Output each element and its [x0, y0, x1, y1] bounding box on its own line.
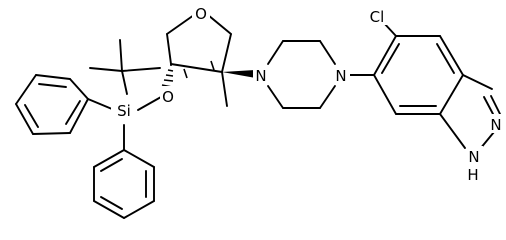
bond-tbu-me: [121, 67, 161, 72]
bond-o-si: [137, 96, 162, 111]
bond-pyrazole-double: [490, 95, 501, 115]
atom-ring-oxygen: O: [195, 5, 207, 23]
bond-phenyl: [69, 78, 89, 100]
hashed-wedge-bond: [161, 64, 174, 88]
bond-aryl: [439, 35, 464, 76]
bond-phenyl: [15, 74, 37, 105]
bond-tbu-me: [89, 67, 123, 72]
bond-methyl: [221, 71, 228, 107]
atom-chlorine: Cl: [370, 8, 385, 26]
bond-pyrazole: [462, 74, 493, 90]
bond-lines: [15, 14, 501, 219]
bond-phenyl: [93, 149, 125, 168]
atom-piperazine-n-right: N: [335, 67, 346, 85]
atom-indazole-nh-hydrogen: H: [467, 166, 478, 184]
bond-phenyl: [69, 98, 89, 134]
bond-n-ch2: [267, 40, 284, 65]
bond-aryl: [439, 74, 464, 115]
bond-phenyl: [15, 103, 34, 135]
bond-n-ch2: [319, 85, 336, 109]
bond-ring-o-c: [166, 14, 195, 35]
bond-phenyl: [123, 149, 155, 168]
bond-phenyl: [123, 200, 155, 219]
bond-ring-c-c: [166, 33, 172, 65]
bond-phenyl: [35, 74, 71, 80]
bond-aryl: [373, 35, 397, 76]
stereo-flag: [210, 60, 215, 71]
structure-diagram: O O Si N N Cl N N H: [15, 3, 505, 219]
bond-phenyl-double: [38, 83, 67, 88]
bond-ring-o-c: [207, 14, 232, 35]
bond-phenyl-double: [65, 100, 81, 125]
bond-phenyl: [32, 132, 71, 135]
bond-ring-c-c: [221, 33, 232, 73]
atom-indazole-nh: N: [468, 148, 479, 166]
bond-si-phenyl: [87, 98, 113, 110]
stereo-bonds: [161, 60, 256, 88]
bond-phenyl: [93, 200, 125, 219]
stereo-flag: [183, 68, 188, 79]
bond-ring-c-c: [170, 63, 223, 73]
atom-indazole-n-upper: N: [490, 116, 501, 134]
bond-si-c-tbu: [121, 70, 128, 95]
bond-tbu-me: [119, 39, 123, 72]
bond-ch2-n: [319, 40, 336, 65]
wedge-bond: [222, 70, 256, 78]
atom-silyl-ether-oxygen: O: [162, 88, 174, 106]
bond-phenyl-double: [100, 158, 123, 172]
bond-aryl: [373, 74, 397, 115]
bond-ch2-n: [267, 85, 284, 109]
bond-aryl-double: [381, 43, 400, 74]
bond-phenyl-double: [100, 196, 123, 210]
atom-labels: O O Si N N Cl N N H: [111, 3, 505, 184]
bond-pyrazole: [439, 113, 466, 149]
bond-phenyl-double: [24, 104, 39, 128]
atom-silicon: Si: [117, 102, 131, 120]
bond-pyrazole: [483, 96, 494, 115]
bond-aryl-double: [436, 43, 455, 74]
atom-piperazine-n-left: N: [255, 67, 266, 85]
